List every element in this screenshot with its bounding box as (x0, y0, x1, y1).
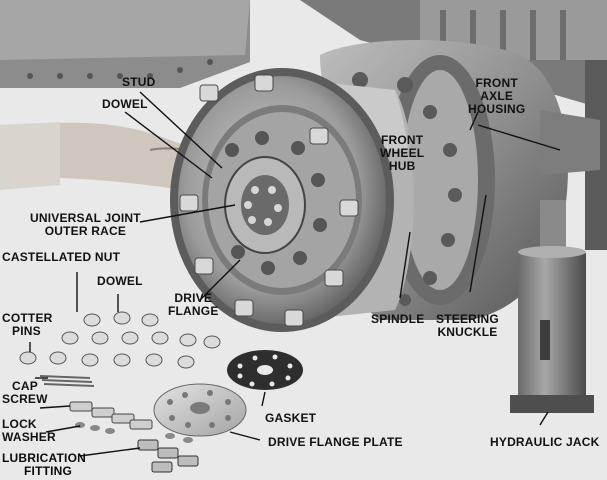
label-dowel-top: DOWEL (102, 97, 148, 111)
label-lubrication-fitting-line2: FITTING (24, 464, 73, 478)
castellated-nuts (19, 311, 221, 369)
label-drive-flange-line2: FLANGE (168, 304, 219, 318)
label-hydraulic-jack: HYDRAULIC JACK (490, 435, 600, 449)
gasket (227, 350, 303, 390)
label-drive-flange-plate: DRIVE FLANGE PLATE (268, 435, 403, 449)
label-lubrication-fitting: LUBRICATION FITTING (2, 452, 86, 478)
label-cotter-pins-line2: PINS (12, 324, 41, 338)
label-front-axle-housing-line3: HOUSING (468, 102, 526, 116)
drive-flange-plate (153, 383, 247, 437)
label-cap-screw-line1: CAP (12, 379, 38, 393)
label-cap-screw: CAP SCREW (2, 380, 48, 406)
lubrication-fittings (137, 433, 199, 473)
label-universal-joint-line2: OUTER RACE (44, 224, 127, 238)
label-front-axle-housing-line1: FRONT (475, 76, 518, 90)
label-lubrication-fitting-line1: LUBRICATION (2, 451, 86, 465)
label-drive-flange-line1: DRIVE (174, 291, 213, 305)
label-lock-washer: LOCK WASHER (2, 418, 56, 444)
leader-lines (29, 91, 561, 457)
cotter-pins (39, 375, 95, 387)
label-steering-knuckle: STEERING KNUCKLE (436, 313, 499, 339)
vehicle-body-panel (0, 0, 250, 88)
label-universal-joint-line1: UNIVERSAL JOINT (30, 211, 141, 225)
label-cap-screw-line2: SCREW (2, 392, 48, 406)
label-steering-knuckle-line2: KNUCKLE (437, 325, 498, 339)
label-cotter-pins: COTTER PINS (2, 312, 53, 338)
label-lock-washer-line2: WASHER (2, 430, 56, 444)
label-universal-joint-outer-race: UNIVERSAL JOINT OUTER RACE (30, 212, 141, 238)
label-lock-washer-line1: LOCK (2, 417, 37, 431)
cap-screws (69, 401, 153, 434)
label-front-wheel-hub-line3: HUB (388, 159, 416, 173)
hydraulic-jack (510, 200, 594, 413)
drive-flange-assembly (170, 68, 394, 332)
label-castellated-nut: CASTELLATED NUT (2, 250, 121, 264)
label-front-wheel-hub-line1: FRONT (381, 133, 424, 147)
label-steering-knuckle-line1: STEERING (436, 312, 499, 326)
label-cotter-pins-line1: COTTER (2, 311, 53, 325)
label-front-wheel-hub-line2: WHEEL (380, 146, 425, 160)
label-gasket: GASKET (265, 411, 317, 425)
label-dowel-bottom: DOWEL (97, 274, 143, 288)
wheel-studs (179, 74, 359, 327)
label-front-wheel-hub: FRONT WHEEL HUB (380, 134, 424, 173)
label-front-axle-housing: FRONT AXLE HOUSING (468, 77, 525, 116)
label-stud: STUD (122, 75, 156, 89)
label-front-axle-housing-line2: AXLE (480, 89, 514, 103)
label-drive-flange: DRIVE FLANGE (168, 292, 219, 318)
label-spindle: SPINDLE (371, 312, 425, 326)
